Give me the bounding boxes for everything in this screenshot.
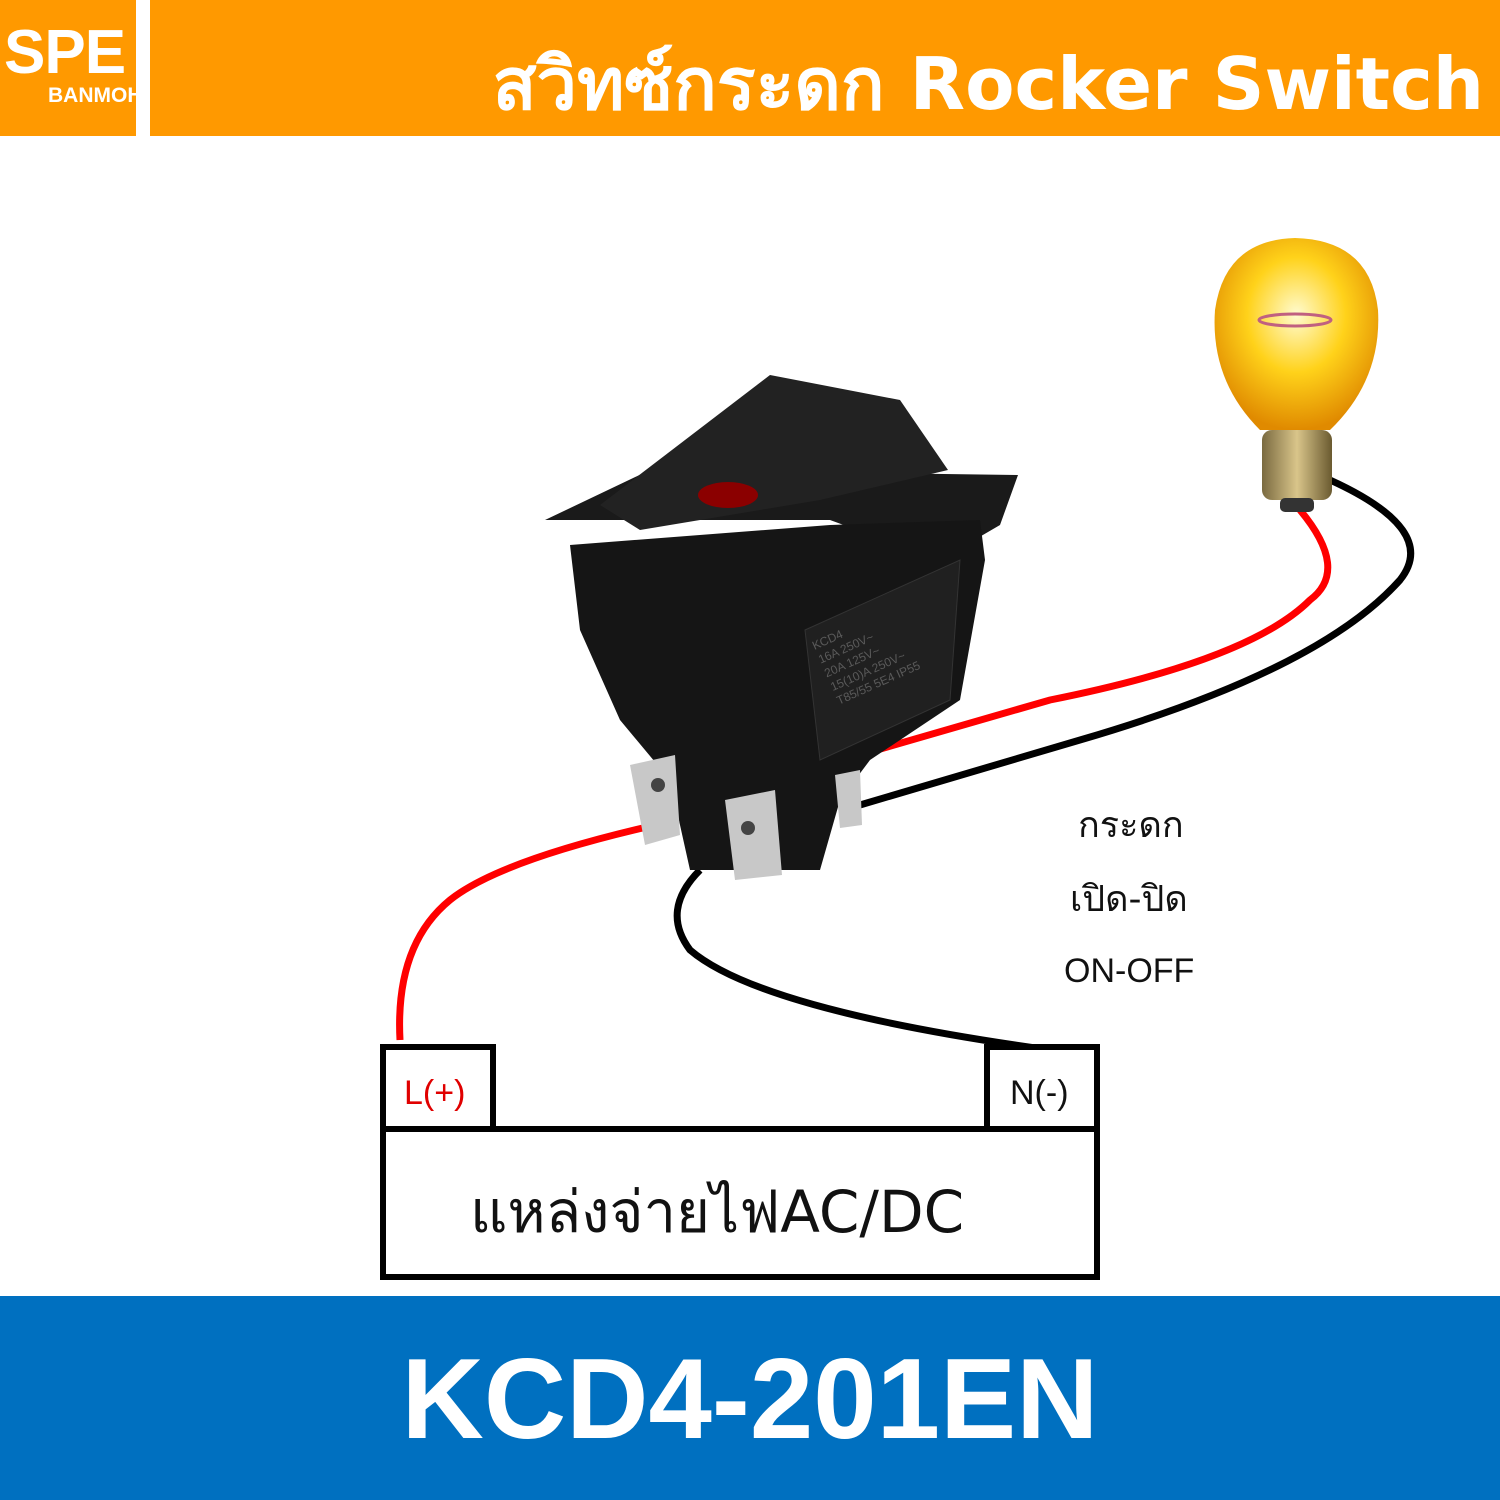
- live-wire-source: [396, 820, 661, 1041]
- page-title: สวิทซ์กระดก Rocker Switch: [492, 42, 1484, 126]
- power-source-label: แหล่งจ่ายไฟAC/DC: [470, 1178, 965, 1246]
- power-source-box: [380, 1126, 1100, 1280]
- switch-label-onoff: ON-OFF: [1064, 952, 1195, 990]
- switch-label-onoff-thai: เปิด-ปิด: [1070, 879, 1188, 920]
- logo-main: SPE: [4, 18, 126, 87]
- terminal-box-neutral: [984, 1044, 1100, 1132]
- neutral-wire-source: [673, 867, 1051, 1054]
- switch-label-rocker: กระดก: [1078, 805, 1184, 846]
- terminal-live-label: L(+): [404, 1074, 466, 1112]
- brand-logo: SPE BANMOH: [0, 0, 143, 136]
- model-number: KCD4-201EN: [401, 1336, 1099, 1463]
- header-banner: สวิทซ์กระดก Rocker Switch: [150, 0, 1500, 136]
- footer-banner: KCD4-201EN: [0, 1296, 1500, 1500]
- logo-sub: BANMOH: [48, 84, 143, 107]
- rocker-switch-image: [545, 375, 1018, 880]
- neutral-wire-lamp: [859, 476, 1414, 809]
- light-bulb-image: [1214, 238, 1379, 512]
- terminal-neutral-label: N(-): [1010, 1074, 1069, 1112]
- live-wire-lamp: [869, 507, 1332, 756]
